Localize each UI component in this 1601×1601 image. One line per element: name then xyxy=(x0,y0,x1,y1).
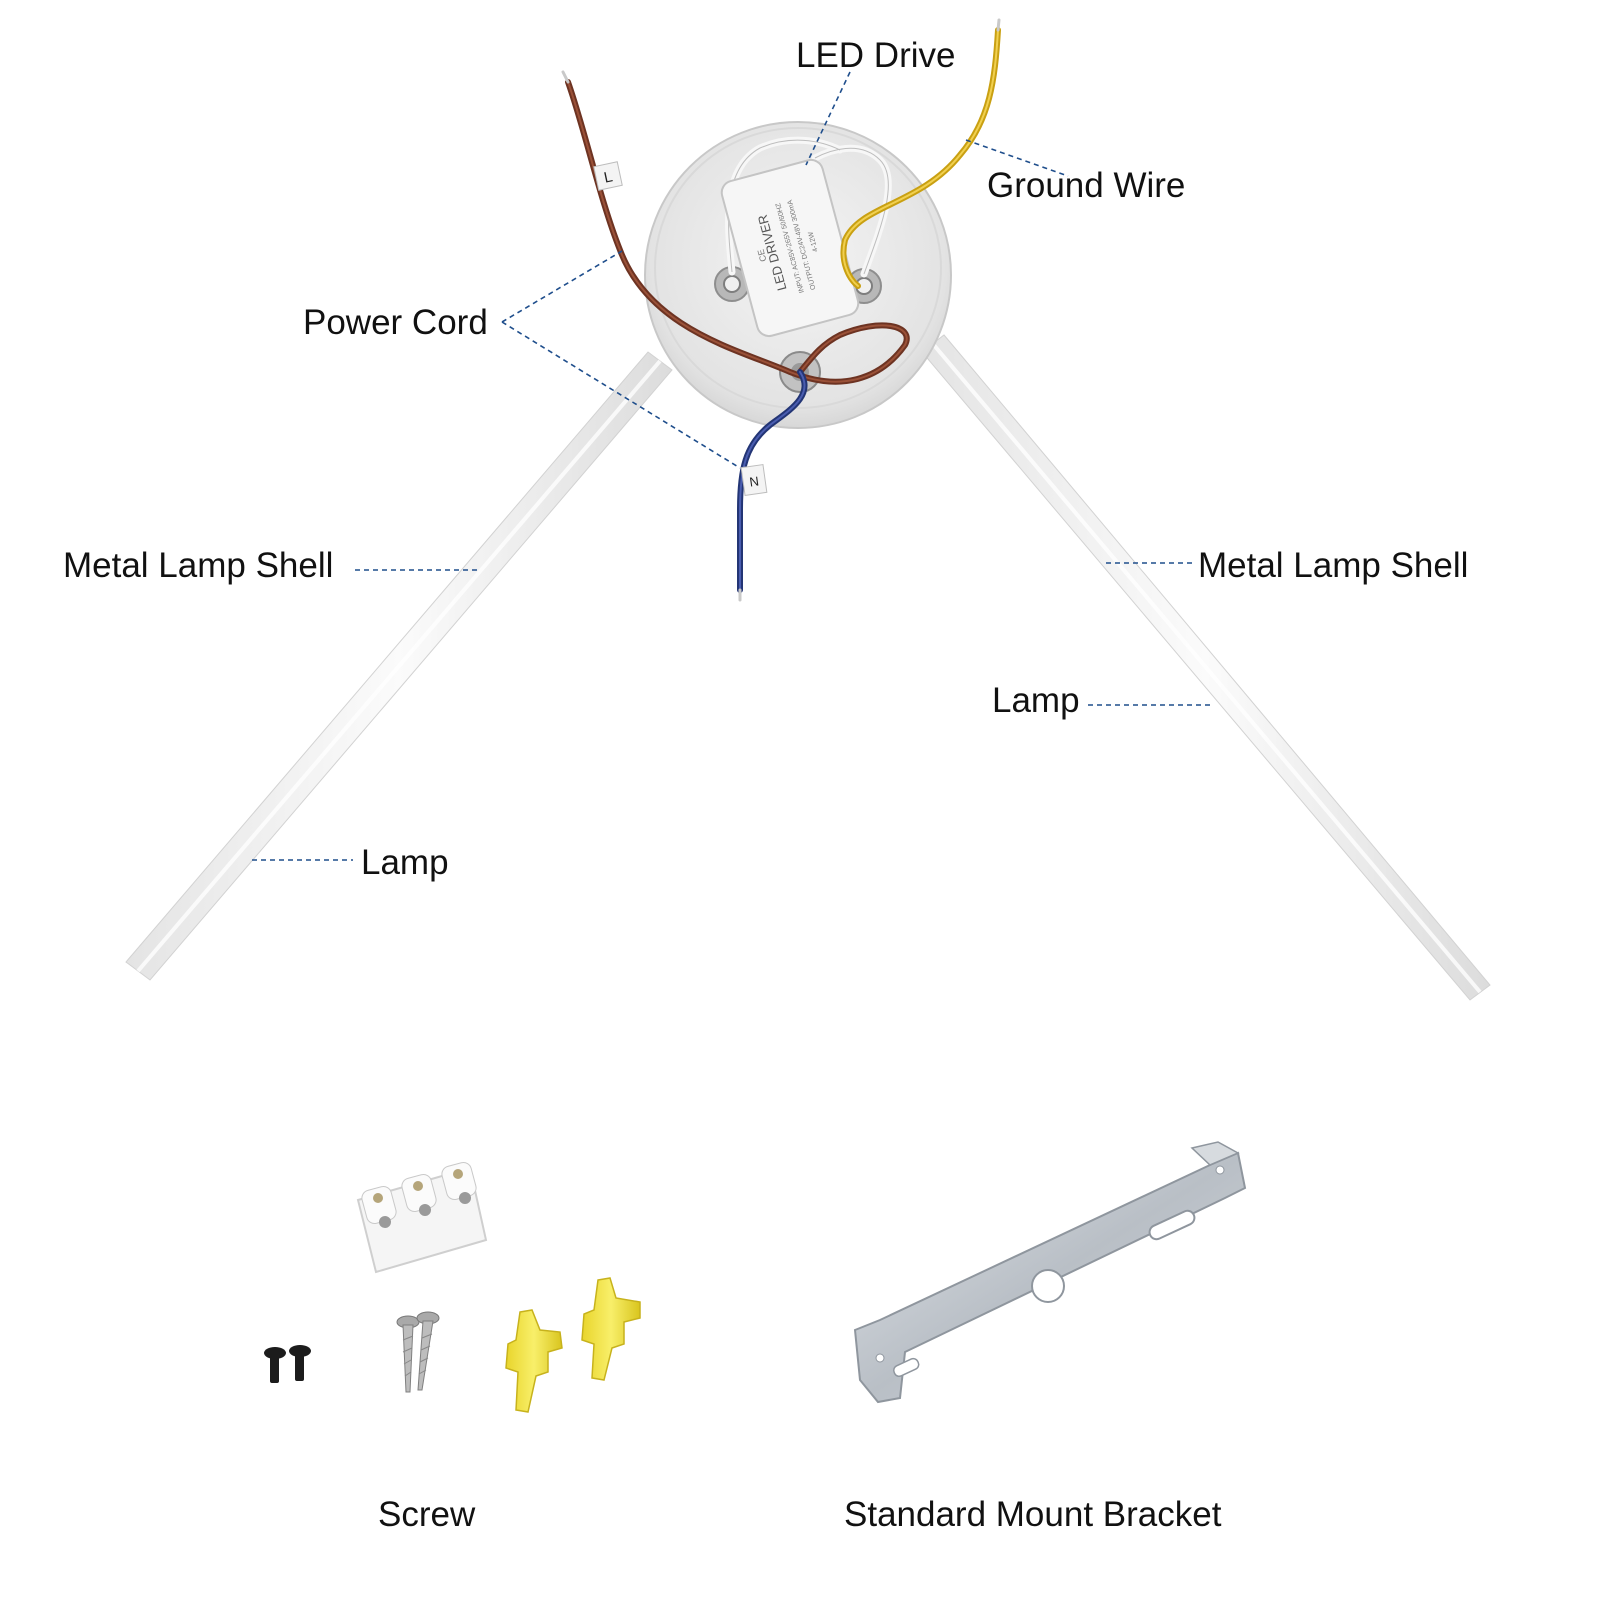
black-machine-screws xyxy=(264,1345,311,1383)
left-lamp-arm xyxy=(125,351,673,981)
internal-white-wires-outline xyxy=(728,139,889,275)
neutral-wire-tag: N xyxy=(740,464,768,496)
led-drive-label: LED Drive xyxy=(796,36,956,75)
mounting-screw-left xyxy=(714,266,750,302)
leader-lines xyxy=(252,71,1210,861)
driver-ce-mark: CE xyxy=(756,248,769,263)
wall-anchors xyxy=(505,1277,641,1413)
led-driver-box: LED DRIVER INPUT: AC85V-265V 50/60HZ OUT… xyxy=(720,158,860,338)
live-wire-tag: L xyxy=(593,161,623,191)
leader-power-cord-upper xyxy=(501,250,623,323)
mount-bracket-part xyxy=(853,1141,1247,1404)
leader-led-drive xyxy=(805,71,851,166)
wire-tips xyxy=(561,18,1001,602)
live-wire-tag-text: L xyxy=(602,168,614,186)
standard-mount-bracket-label: Standard Mount Bracket xyxy=(844,1495,1222,1534)
power-cord-label: Power Cord xyxy=(303,303,488,342)
silver-wood-screws xyxy=(396,1311,440,1393)
neutral-wire-tag-text: N xyxy=(749,473,760,489)
metal-lamp-shell-left-label: Metal Lamp Shell xyxy=(63,546,334,585)
ground-wire-label: Ground Wire xyxy=(987,166,1186,205)
leader-power-cord-lower xyxy=(501,321,741,469)
right-lamp-arm xyxy=(921,334,1491,1001)
lamp-right-label: Lamp xyxy=(992,681,1080,720)
brown-live-wire xyxy=(565,79,910,385)
leader-ground-wire xyxy=(965,139,1069,177)
blue-neutral-wire xyxy=(736,369,808,593)
metal-lamp-shell-right-label: Metal Lamp Shell xyxy=(1198,546,1469,585)
yellow-ground-wire xyxy=(840,27,1001,289)
screw-label: Screw xyxy=(378,1495,476,1534)
lamp-left-label: Lamp xyxy=(361,843,449,882)
terminal-block-connector xyxy=(356,1161,488,1274)
